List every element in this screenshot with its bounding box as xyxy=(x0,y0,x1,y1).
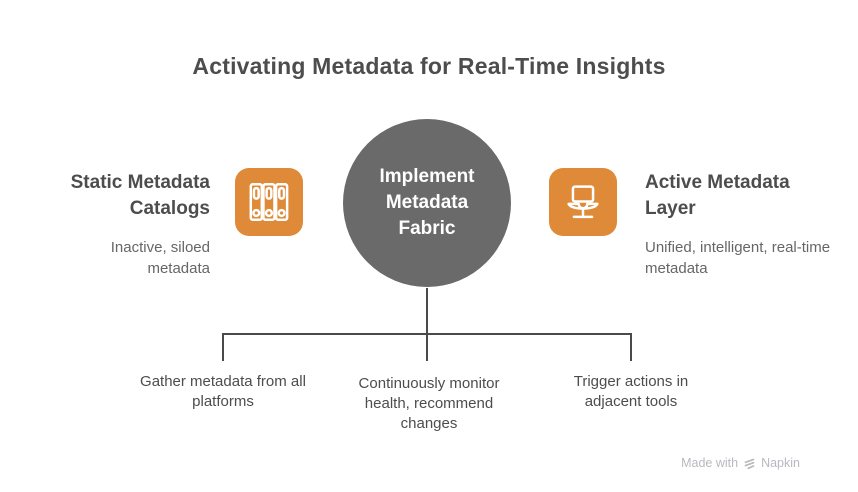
connector-left-drop xyxy=(222,333,224,361)
left-item-icon-tile xyxy=(235,168,303,236)
right-item-subtitle: Unified, intelligent, real-time metadata xyxy=(645,239,831,277)
step-label-gather: Gather metadata from all platforms xyxy=(140,373,306,410)
laptop-workspace-icon xyxy=(560,179,606,225)
napkin-watermark[interactable]: Made with Napkin xyxy=(681,456,800,470)
left-item-heading: Static Metadata Catalogs xyxy=(70,172,210,219)
connector-right-drop xyxy=(630,333,632,361)
step-label-trigger: Trigger actions in adjacent tools xyxy=(573,373,689,410)
archive-binders-icon xyxy=(246,179,292,225)
step-label-monitor: Continuously monitor health, recommend c… xyxy=(358,375,500,432)
left-item-subtitle: Inactive, siloed metadata xyxy=(110,239,210,277)
connector-center-vertical xyxy=(426,288,428,361)
napkin-logo-icon xyxy=(743,457,756,470)
center-node-label: Implement Metadata Fabric xyxy=(379,166,475,239)
center-node: Implement Metadata Fabric xyxy=(343,119,511,287)
connector-horizontal xyxy=(222,333,632,335)
watermark-brand-text: Napkin xyxy=(761,456,800,470)
diagram-title: Activating Metadata for Real-Time Insigh… xyxy=(192,53,666,79)
watermark-made-with-text: Made with xyxy=(681,456,739,470)
right-item-icon-tile xyxy=(549,168,617,236)
right-item-heading: Active Metadata Layer xyxy=(645,172,790,219)
